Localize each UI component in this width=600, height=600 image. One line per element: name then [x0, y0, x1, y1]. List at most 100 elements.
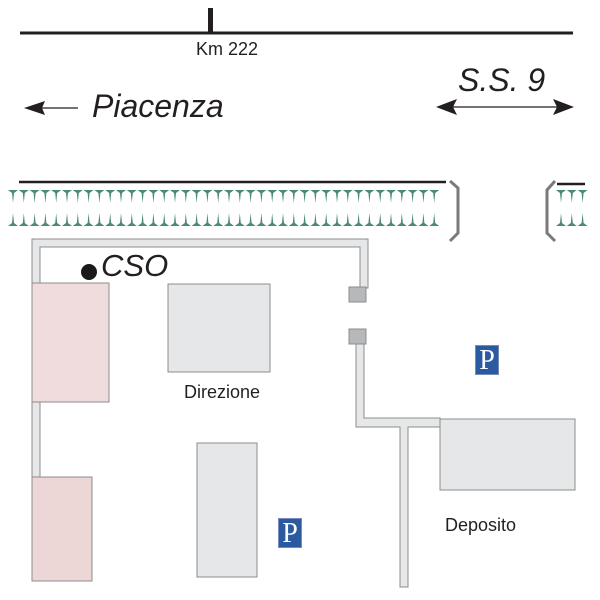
hedge-tree-top [105, 190, 116, 203]
hedge-tree-bottom [299, 213, 310, 226]
hedge-tree-bottom [396, 213, 407, 226]
hedge-tree-top [126, 190, 137, 203]
hedge-tree-top [267, 190, 278, 203]
hedge-tree-top [213, 190, 224, 203]
hedge-tree-top [8, 190, 18, 203]
hedge-tree-bottom [342, 213, 353, 226]
hedge-tree-bottom [364, 213, 375, 226]
road-name-label: S.S. 9 [458, 62, 546, 98]
hedge-tree-bottom [418, 213, 429, 226]
hedge-tree-bottom [386, 213, 396, 226]
hedge-tree-bottom [310, 213, 321, 226]
dot-marker-icon [81, 264, 97, 280]
deposito-label: Deposito [445, 515, 517, 535]
hedge-right [556, 190, 588, 226]
hedge-tree-bottom [105, 213, 116, 226]
hedge-tree-bottom [577, 213, 588, 226]
hedge-tree-top [429, 190, 440, 203]
hedge-tree-top [62, 190, 72, 203]
hedge-tree-bottom [29, 213, 40, 226]
hedge-tree-top [51, 190, 62, 203]
hedge-tree-bottom [170, 213, 180, 226]
hedge-tree-bottom [321, 213, 332, 226]
hedge-tree-bottom [40, 213, 51, 226]
arrow-left-icon [24, 101, 78, 115]
hedge-tree-bottom [202, 213, 213, 226]
hedge-tree-top [191, 190, 202, 203]
direction-left-label: Piacenza [92, 88, 224, 124]
hedge-tree-top [556, 190, 566, 203]
building-cso[interactable] [31, 282, 110, 403]
hedge-tree-bottom [8, 213, 18, 226]
hedge-tree-top [407, 190, 418, 203]
hedge-tree-bottom [126, 213, 137, 226]
building-deposito[interactable] [439, 418, 576, 491]
hedge-tree-bottom [429, 213, 440, 226]
gate-post [348, 286, 367, 303]
hedge-tree-bottom [191, 213, 202, 226]
hedge-tree-bottom [375, 213, 386, 226]
hedge-tree-top [72, 190, 83, 203]
double-arrow-icon [436, 99, 574, 115]
hedge-tree-top [364, 190, 375, 203]
hedge-tree-top [18, 190, 29, 203]
hedge-tree-bottom [137, 213, 148, 226]
hedge-tree-bottom [180, 213, 191, 226]
hedge-tree-top [94, 190, 105, 203]
direzione-label: Direzione [184, 382, 261, 402]
hedge-tree-bottom [407, 213, 418, 226]
hedge-left [8, 190, 440, 226]
building-center[interactable] [196, 442, 258, 578]
gate-post [348, 328, 367, 345]
hedge-tree-top [170, 190, 180, 203]
hedge-tree-top [353, 190, 364, 203]
hedge-tree-top [83, 190, 94, 203]
hedge-tree-top [245, 190, 256, 203]
hedge-tree-top [418, 190, 429, 203]
hedge-tree-bottom [566, 213, 577, 226]
hedge-tree-top [224, 190, 234, 203]
hedge-tree-top [202, 190, 213, 203]
hedge-tree-bottom [267, 213, 278, 226]
hedge-tree-bottom [94, 213, 105, 226]
hedge-tree-top [137, 190, 148, 203]
hedge-tree-bottom [353, 213, 364, 226]
hedge-tree-top [256, 190, 267, 203]
hedge-tree-top [342, 190, 353, 203]
hedge-tree-top [299, 190, 310, 203]
hedge-tree-top [386, 190, 396, 203]
km-marker-tick [208, 8, 213, 33]
hedge-tree-bottom [83, 213, 94, 226]
parking-icon[interactable]: P [475, 345, 499, 376]
hedge-tree-bottom [159, 213, 170, 226]
hedge-tree-bottom [288, 213, 299, 226]
hedge-tree-bottom [72, 213, 83, 226]
hedge-bracket-left [545, 180, 557, 243]
hedge-tree-bottom [278, 213, 288, 226]
hedge-tree-bottom [18, 213, 29, 226]
hedge-tree-top [375, 190, 386, 203]
hedge-tree-bottom [556, 213, 566, 226]
building-cso-annex[interactable] [31, 476, 93, 582]
hedge-tree-bottom [332, 213, 342, 226]
hedge-tree-bottom [245, 213, 256, 226]
building-direzione[interactable] [167, 283, 271, 373]
hedge-tree-top [29, 190, 40, 203]
hedge-tree-bottom [256, 213, 267, 226]
hedge-tree-top [180, 190, 191, 203]
hedge-tree-bottom [51, 213, 62, 226]
hedge-tree-top [396, 190, 407, 203]
hedge-tree-bottom [62, 213, 72, 226]
hedge-tree-bottom [148, 213, 159, 226]
hedge-bracket-right [448, 179, 460, 243]
hedge-tree-bottom [116, 213, 126, 226]
hedge-tree-top [566, 190, 577, 203]
hedge-tree-top [321, 190, 332, 203]
parking-icon[interactable]: P [278, 518, 302, 549]
hedge-tree-bottom [213, 213, 224, 226]
hedge-tree-top [577, 190, 588, 203]
hedge-tree-top [310, 190, 321, 203]
hedge-tree-top [332, 190, 342, 203]
hedge-tree-bottom [234, 213, 245, 226]
